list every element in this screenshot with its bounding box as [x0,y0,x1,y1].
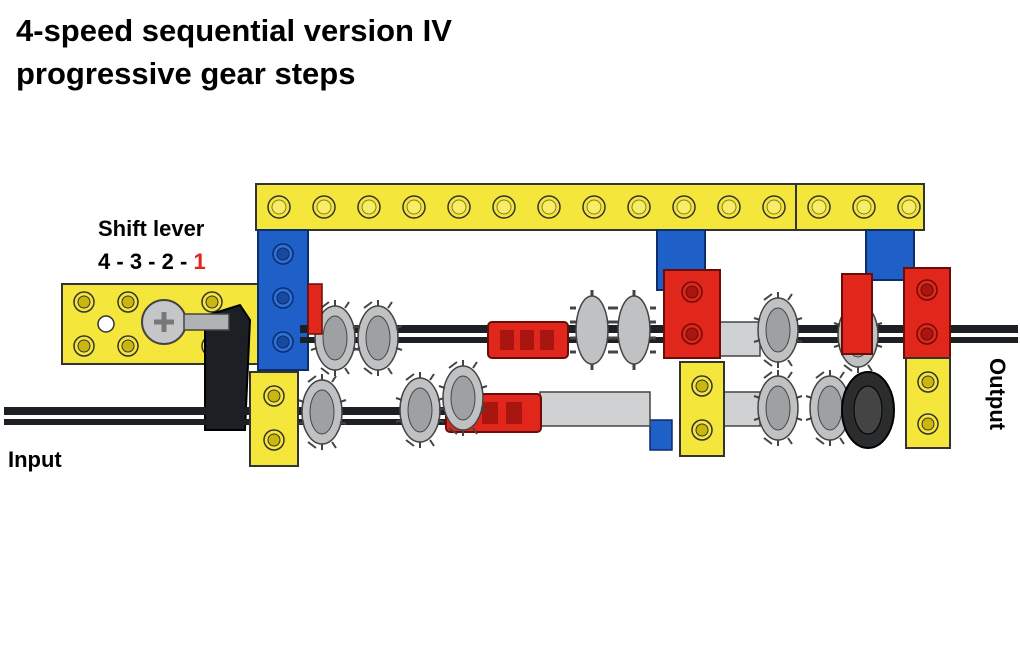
title-line-2: progressive gear steps [16,56,356,91]
lower-gears [297,359,895,451]
gear-number-2: 2 [161,249,174,274]
output-label: Output [985,358,1010,431]
gear-separator: - [142,249,162,274]
gear-number-3: 3 [129,249,143,274]
shift-sequence: 4 - 3 - 2 - 1 [98,249,206,275]
gear-separator: - [110,249,130,274]
gear-number-4: 4 [98,249,111,274]
yellow-bearing-bricks [249,357,951,467]
top-beam [255,183,925,231]
title-line-1: 4-speed sequential version IV [16,13,452,48]
gear-separator: - [173,249,194,274]
input-label: Input [8,447,62,472]
upper-gears [310,288,883,377]
gear-number-1: 1 [193,249,206,274]
shift-lever [141,299,252,431]
shift-lever-label: Shift lever [98,216,205,241]
red-bricks [307,267,951,359]
